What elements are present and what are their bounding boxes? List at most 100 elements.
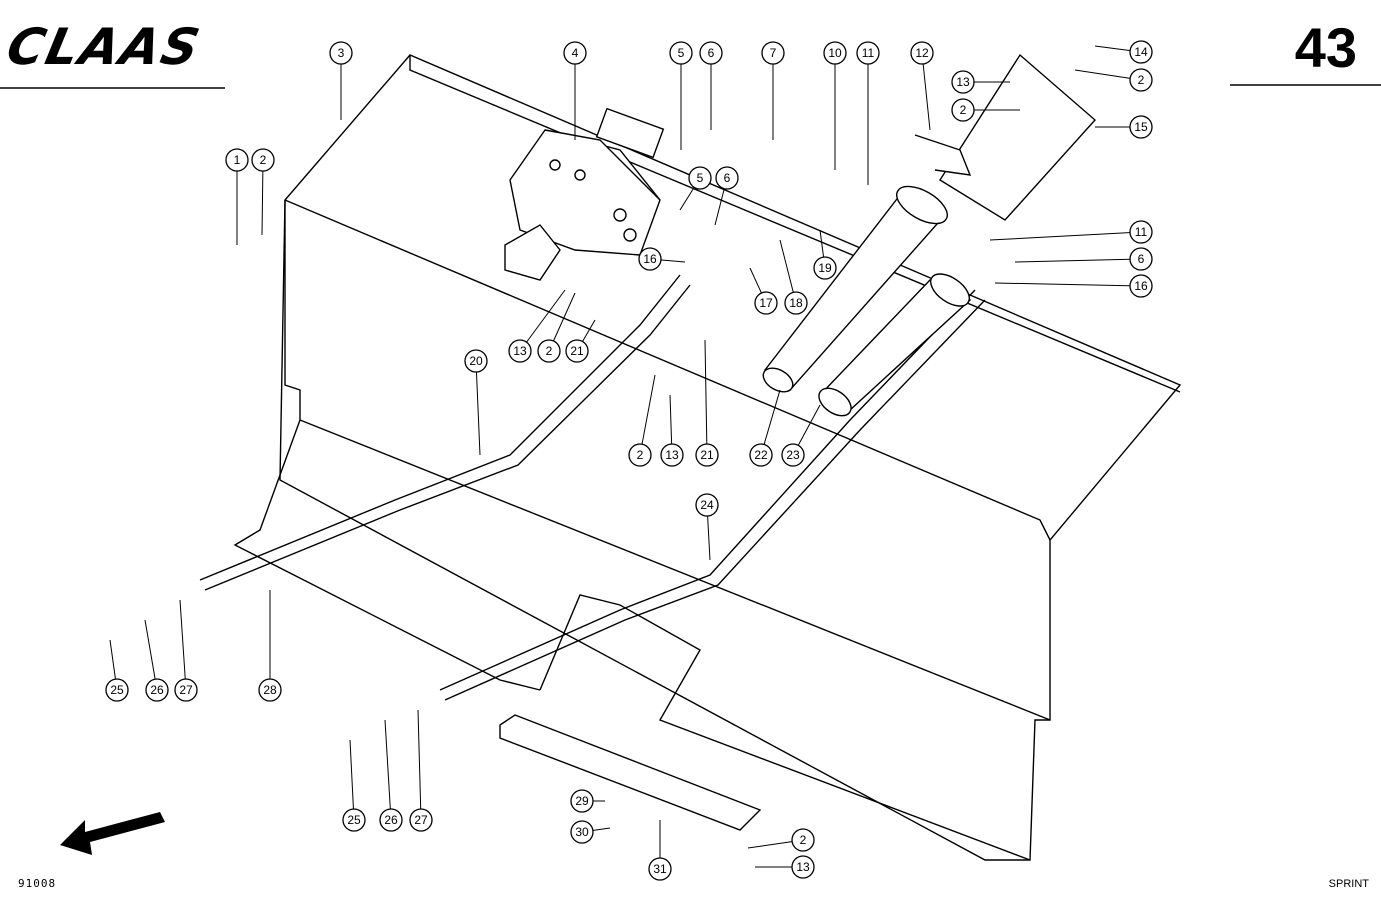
callout-circle	[784, 291, 808, 315]
hydraulic-hose-24	[439, 289, 986, 701]
callout-5: 5	[669, 41, 693, 150]
callout-leader-line	[921, 52, 931, 131]
callout-number: 19	[818, 261, 832, 275]
callout-circle	[951, 98, 975, 122]
callout-21: 21	[565, 319, 596, 363]
callout-25: 25	[105, 639, 129, 702]
callout-number: 27	[179, 683, 193, 697]
callout-circle	[1129, 247, 1153, 271]
callout-number: 16	[1134, 279, 1148, 293]
callout-15: 15	[1095, 115, 1153, 139]
callout-number: 18	[789, 296, 803, 310]
callout-18: 18	[779, 239, 808, 315]
callout-16: 16	[638, 247, 686, 271]
filter-element-23	[818, 273, 972, 417]
callout-circle	[823, 41, 847, 65]
callout-circle	[329, 41, 353, 65]
callout-22: 22	[749, 389, 781, 467]
callout-10: 10	[823, 41, 847, 170]
callout-6: 6	[699, 41, 723, 130]
callout-number: 22	[754, 448, 768, 462]
callout-19: 19	[813, 229, 837, 280]
callout-leader-line	[384, 719, 392, 821]
callout-number: 10	[828, 46, 842, 60]
callout-number: 1	[234, 153, 241, 167]
callout-7: 7	[761, 41, 785, 140]
callout-number: 29	[575, 794, 589, 808]
callout-circle	[1129, 115, 1153, 139]
callout-circle	[791, 855, 815, 879]
callout-number: 25	[110, 683, 124, 697]
callout-number: 2	[637, 448, 644, 462]
callout-number: 13	[513, 344, 527, 358]
callout-11: 11	[989, 220, 1153, 244]
callout-number: 13	[665, 448, 679, 462]
callout-number: 6	[1138, 252, 1145, 266]
callout-circle	[379, 808, 403, 832]
callout-leader-line	[639, 374, 656, 456]
callout-number: 31	[653, 862, 667, 876]
callout-number: 6	[724, 171, 731, 185]
callout-circle	[688, 166, 712, 190]
callout-2: 2	[1074, 68, 1153, 92]
callout-circle	[1129, 40, 1153, 64]
callout-number: 21	[700, 448, 714, 462]
callout-number: 21	[570, 344, 584, 358]
callout-number: 7	[770, 46, 777, 60]
callout-2: 2	[537, 292, 576, 363]
callout-circle	[174, 678, 198, 702]
callout-13: 13	[951, 70, 1010, 94]
callout-circle	[951, 70, 975, 94]
callout-number: 24	[700, 498, 714, 512]
callout-circle	[813, 256, 837, 280]
model-name: SPRINT	[1328, 878, 1369, 890]
callout-number: 26	[384, 813, 398, 827]
valve-block	[504, 107, 665, 281]
callout-6: 6	[1014, 247, 1153, 271]
callout-circle	[638, 247, 662, 271]
callout-leader-line	[349, 739, 355, 821]
callout-leader-line	[704, 339, 708, 456]
callout-27: 27	[174, 599, 198, 702]
callout-circle	[565, 339, 589, 363]
callout-13: 13	[755, 855, 815, 879]
callout-leader-line	[519, 289, 566, 352]
filter-housing-22	[762, 185, 948, 393]
callout-13: 13	[508, 289, 566, 363]
callout-circle	[508, 339, 532, 363]
callout-circle	[258, 678, 282, 702]
callout-3: 3	[329, 41, 353, 120]
callout-circle	[145, 678, 169, 702]
callout-number: 17	[759, 296, 773, 310]
callout-2: 2	[628, 374, 656, 467]
callout-circle	[464, 349, 488, 373]
callout-number: 4	[572, 46, 579, 60]
callout-circle	[699, 41, 723, 65]
callout-29: 29	[570, 789, 605, 813]
callout-14: 14	[1094, 40, 1153, 64]
callout-circle	[791, 828, 815, 852]
page-number: 43	[1294, 16, 1357, 79]
callout-circle	[695, 493, 719, 517]
callout-leader-line	[261, 159, 264, 236]
callout-circle	[749, 443, 773, 467]
callout-leader-line	[417, 709, 422, 821]
callout-circle	[570, 820, 594, 844]
callout-leader-line	[1014, 258, 1142, 263]
callout-number: 2	[800, 833, 807, 847]
callout-circle	[105, 678, 129, 702]
callout-2: 2	[747, 828, 815, 852]
callout-4: 4	[563, 41, 587, 140]
callout-number: 28	[263, 683, 277, 697]
callout-circle	[1129, 220, 1153, 244]
callout-5: 5	[679, 166, 712, 211]
drawing-number: 91008	[18, 877, 57, 890]
callout-circle	[754, 291, 778, 315]
callout-number: 23	[786, 448, 800, 462]
callout-circle	[715, 166, 739, 190]
callout-number: 11	[1135, 225, 1148, 239]
callout-number: 2	[960, 103, 967, 117]
